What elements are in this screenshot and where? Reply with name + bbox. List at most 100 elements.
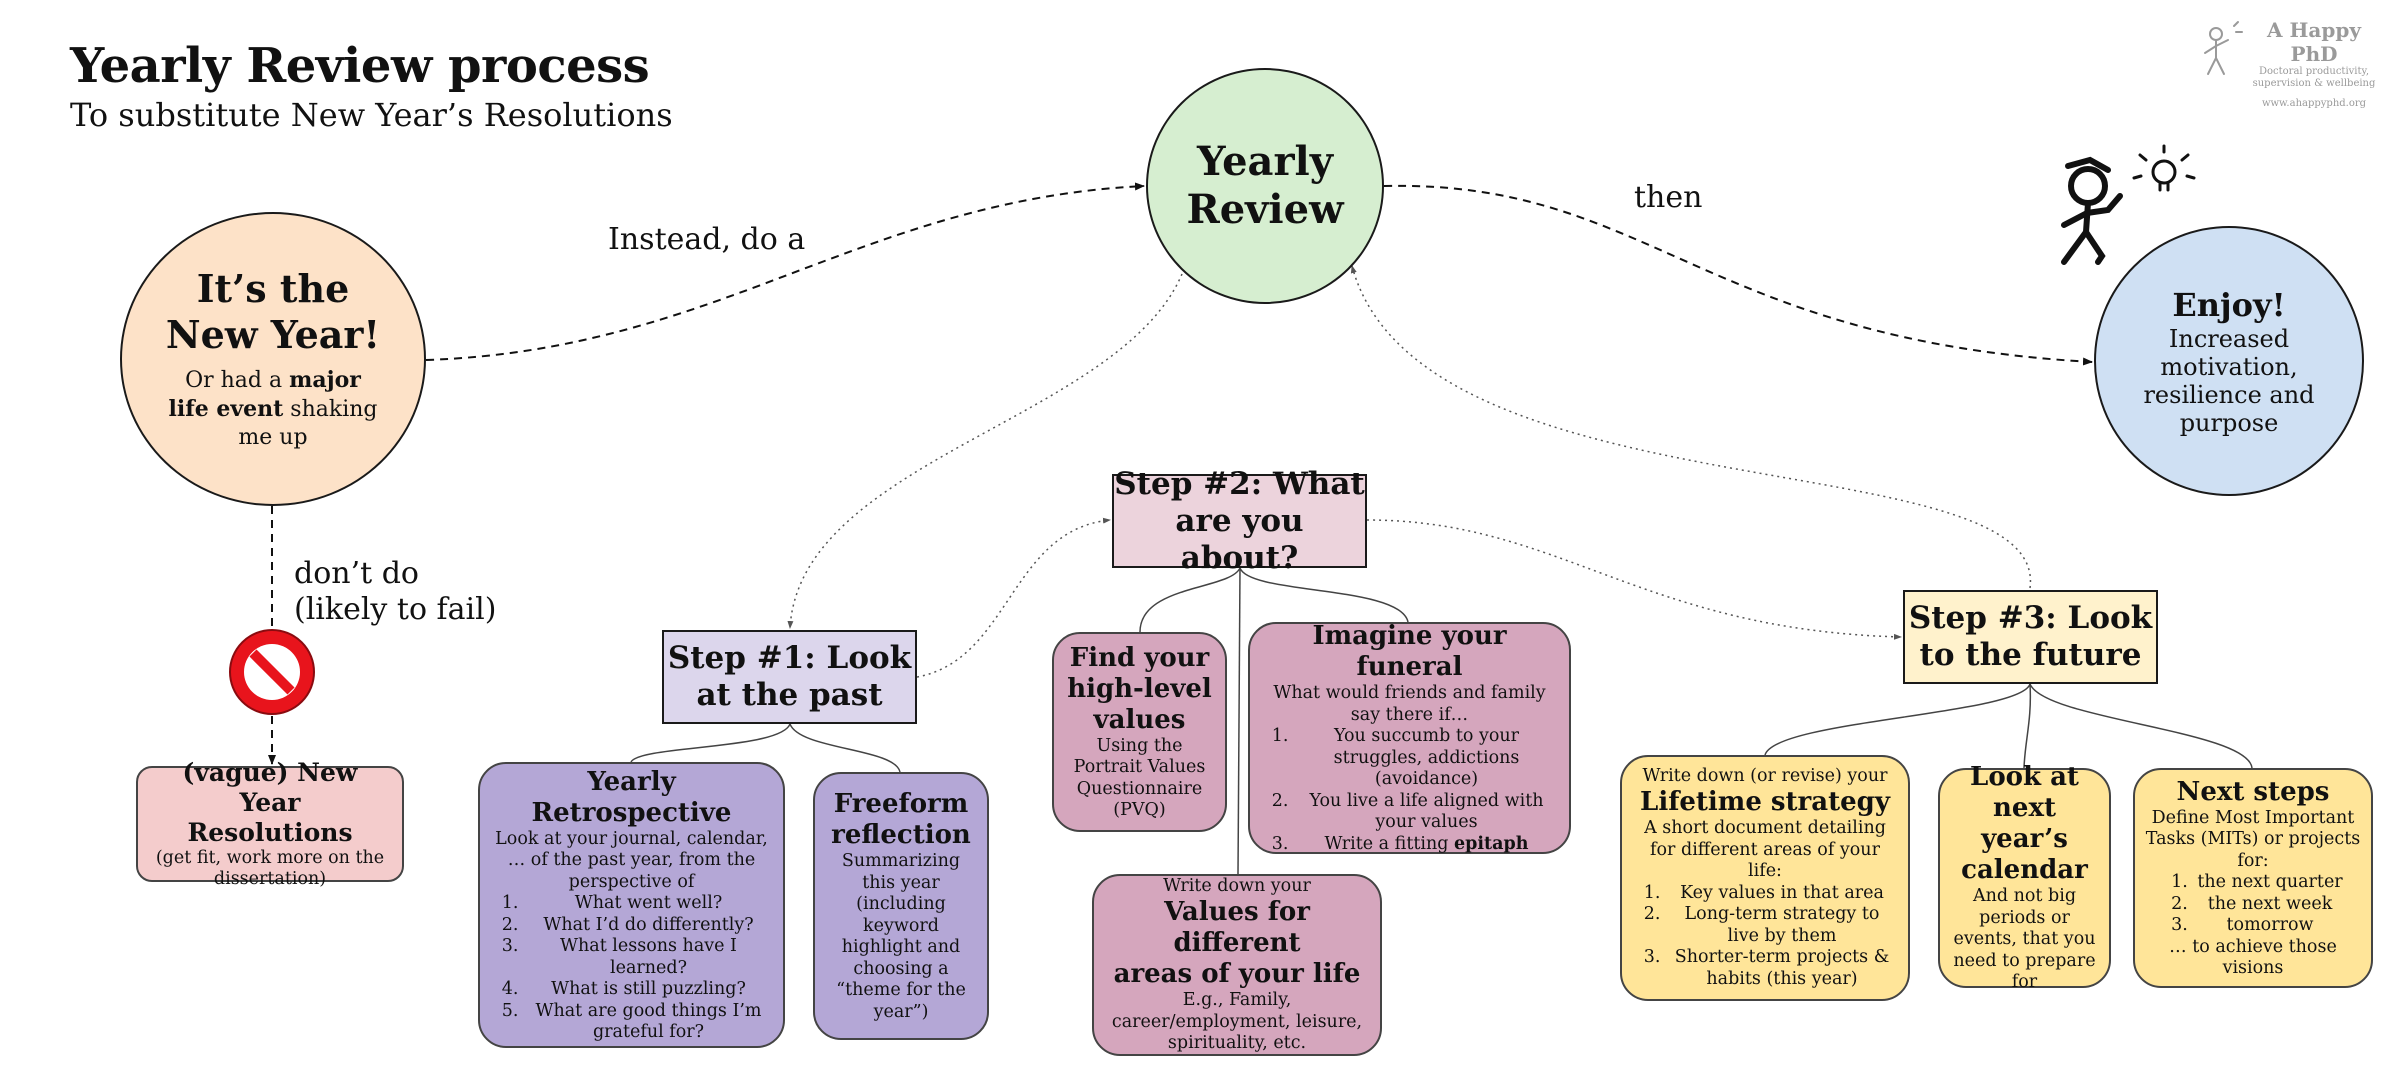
freeform-title-1: Freeform [833, 789, 969, 819]
funeral-item-1: You succumb to your struggles, addiction… [1294, 726, 1555, 791]
retro-intro-2: … of the past year, from the [507, 850, 756, 870]
step-3-line-1: Step #3: Look [1908, 600, 2153, 636]
lifetime-title: Lifetime strategy [1640, 787, 1890, 818]
branch-step1-free [789, 723, 901, 773]
find-values-box: Find your high-level values Using the Po… [1052, 632, 1227, 832]
freeform-text: Summarizing this year (including keyword… [836, 851, 966, 1022]
calendar-title-2: next year’s [1981, 793, 2068, 855]
stick-figure-icon [2061, 156, 2123, 265]
find-title-2: high-level [1067, 673, 1212, 704]
branch-step3-lifetime [1764, 683, 2031, 756]
next-item-1: the next quarter [2193, 872, 2342, 894]
next-year-calendar-box: Look at next year’s calendar And not big… [1938, 762, 2111, 992]
branch-step2-find [1139, 567, 1241, 633]
funeral-item-3-text: Write a fitting [1324, 833, 1455, 854]
arrow-step2-to-step3 [1366, 519, 1902, 640]
calendar-text: And not big periods or events, that you … [1953, 886, 2096, 993]
freeform-title-2: reflection [831, 820, 971, 850]
logo-text: A Happy PhD Doctoral productivity, super… [2252, 18, 2376, 109]
vague-text-2: dissertation) [213, 869, 327, 889]
branch-step3-next [2029, 683, 2253, 769]
new-year-text-2: shaking [283, 397, 378, 422]
retro-title: Yearly Retrospective [531, 766, 732, 828]
new-year-title-2: New Year! [165, 312, 381, 357]
lifetime-list: Key values in that area Long-term strate… [1636, 883, 1894, 991]
label-dont-2: (likely to fail) [294, 592, 497, 627]
logo-name: A Happy PhD [2267, 18, 2361, 66]
retro-list: What went well? What I’d do differently?… [494, 893, 769, 1044]
vague-title-1: (vague) New Year [182, 757, 358, 817]
label-dont: don’t do (likely to fail) [294, 556, 496, 628]
lifetime-intro-2: for different areas of your life: [1650, 839, 1880, 882]
yearly-review-node: Yearly Review [1146, 68, 1384, 304]
new-year-text-3: me up [238, 425, 308, 450]
no-entry-icon [229, 629, 315, 715]
retro-item-3: What lessons have I learned? [524, 936, 769, 979]
next-intro: Define Most Important Tasks (MITs) or pr… [2145, 807, 2361, 871]
branch-step3-calendar [2023, 683, 2032, 769]
vague-title-2: Resolutions [187, 817, 353, 847]
calendar-title-3: calendar [1961, 855, 2088, 886]
retro-item-1: What went well? [524, 893, 769, 915]
yearly-retrospective-box: Yearly Retrospective Look at your journa… [478, 762, 785, 1048]
label-instead: Instead, do a [608, 222, 806, 257]
lifetime-strategy-box: Write down (or revise) your Lifetime str… [1620, 755, 1910, 1001]
logo: A Happy PhD Doctoral productivity, super… [2196, 18, 2376, 109]
find-title-1: Find your [1069, 642, 1210, 673]
step-2-line-1: Step #2: What [1114, 465, 1365, 502]
retro-item-5: What are good things I’m grateful for? [524, 1001, 769, 1044]
next-title: Next steps [2176, 776, 2330, 807]
logo-tagline-1: Doctoral productivity, [2258, 66, 2370, 77]
review-title-2: Review [1186, 186, 1344, 233]
vague-text-1: (get fit, work more on the [155, 847, 385, 868]
values-text-1: E.g., Family, [1182, 990, 1292, 1010]
enjoy-text-2: motivation, [2160, 353, 2298, 381]
arrow-newyear-to-review [425, 182, 1145, 361]
vague-resolutions-box: (vague) New Year Resolutions (get fit, w… [136, 758, 404, 889]
values-areas-box: Write down your Values for different are… [1092, 874, 1382, 1056]
next-item-3: tomorrow [2193, 915, 2342, 937]
label-dont-1: don’t do [294, 556, 419, 591]
logo-tagline-2: supervision & wellbeing [2252, 78, 2376, 89]
retro-item-2: What I’d do differently? [524, 915, 769, 937]
calendar-title-1: Look at [1970, 762, 2079, 793]
funeral-intro: What would friends and family say there … [1273, 683, 1546, 725]
enjoy-text-4: purpose [2179, 409, 2279, 437]
branch-step1-retro [630, 723, 791, 763]
lightbulb-icon [2132, 144, 2196, 192]
lifetime-item-1: Key values in that area [1666, 883, 1894, 905]
review-title-1: Yearly [1197, 138, 1333, 185]
values-pre: Write down your [1163, 875, 1311, 896]
find-title-3: values [1093, 704, 1186, 735]
enjoy-node: Enjoy! Increased motivation, resilience … [2094, 226, 2364, 496]
step-2-line-2: are you about? [1175, 502, 1304, 576]
imagine-funeral-box: Imagine your funeral What would friends … [1248, 621, 1571, 855]
lifetime-pre: Write down (or revise) your [1642, 765, 1888, 786]
next-outro: … to achieve those visions [2169, 936, 2337, 979]
find-text: Using the Portrait Values Questionnaire … [1073, 735, 1206, 821]
new-year-node: It’s the New Year! Or had a major life e… [120, 212, 426, 506]
page-title: Yearly Review process [70, 38, 650, 94]
new-year-bold-1: major [289, 367, 361, 393]
arrow-step3-to-review [1350, 265, 2031, 589]
funeral-item-3-bold: epitaph [1454, 833, 1529, 854]
next-list: the next quarter the next week tomorrow [2163, 872, 2342, 937]
new-year-text: Or had a major life event shaking me up [169, 366, 378, 452]
new-year-title-1: It’s the [196, 266, 350, 311]
page-subtitle: To substitute New Year’s Resolutions [70, 96, 673, 134]
label-then: then [1634, 180, 1703, 215]
next-steps-box: Next steps Define Most Important Tasks (… [2133, 768, 2373, 988]
lifetime-intro-1: A short document detailing [1644, 818, 1886, 839]
lifetime-item-3: Shorter-term projects & habits (this yea… [1666, 947, 1894, 990]
step-3-line-2: to the future [1919, 637, 2142, 673]
funeral-list: You succumb to your struggles, addiction… [1264, 726, 1555, 855]
arrow-review-to-enjoy [1383, 184, 2093, 366]
new-year-text-1: Or had a [185, 368, 290, 393]
values-title-1: Values for different [1164, 897, 1310, 958]
retro-intro-3: perspective of [568, 871, 695, 892]
logo-figure-icon [2204, 21, 2243, 75]
retro-intro-1: Look at your journal, calendar, [495, 828, 768, 849]
